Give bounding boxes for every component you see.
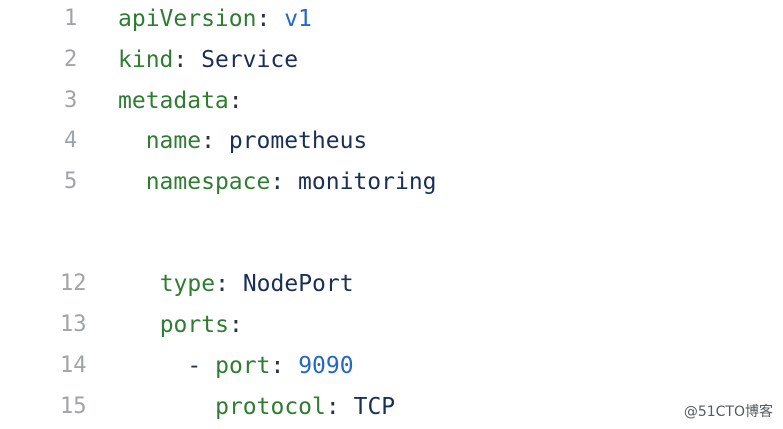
line-content: protocol: TCP (132, 390, 395, 424)
yaml-key: name (145, 128, 202, 154)
yaml-key: namespace (145, 169, 271, 195)
indentation (132, 312, 160, 338)
line-content: - port: 9090 (132, 349, 354, 383)
colon: : (270, 353, 285, 379)
code-line: 1 apiVersion: v1 (0, 2, 783, 36)
indentation (118, 169, 146, 195)
list-dash: - (187, 353, 216, 379)
line-number: 15 (60, 394, 87, 419)
colon: : (228, 312, 243, 338)
line-content: apiVersion: v1 (118, 2, 312, 36)
indentation (118, 128, 146, 154)
yaml-key: port (215, 353, 271, 379)
colon: : (228, 88, 243, 114)
line-content: ports: (132, 308, 243, 342)
yaml-value: monitoring (298, 169, 437, 195)
line-number: 3 (64, 88, 78, 113)
yaml-key: apiVersion (118, 6, 257, 32)
line-content: metadata: (118, 84, 243, 118)
yaml-value: 9090 (298, 353, 354, 379)
indentation (132, 353, 187, 379)
line-content: kind: Service (118, 43, 298, 77)
yaml-value: TCP (353, 394, 396, 420)
yaml-value: NodePort (242, 271, 354, 297)
line-number: 5 (64, 169, 78, 194)
indentation (132, 394, 215, 420)
colon: : (173, 47, 188, 73)
yaml-value: v1 (284, 6, 312, 32)
line-number: 14 (60, 353, 87, 378)
colon: : (270, 169, 285, 195)
yaml-key: metadata (118, 88, 229, 114)
yaml-key: protocol (215, 394, 326, 420)
line-content: name: prometheus (118, 124, 368, 158)
line-number: 13 (60, 312, 87, 337)
code-line: 13 ports: (0, 308, 783, 342)
code-line: 5 namespace: monitoring (0, 165, 783, 199)
line-content: namespace: monitoring (118, 165, 437, 199)
code-line: 12 type: NodePort (0, 267, 783, 301)
code-line: 3 metadata: (0, 84, 783, 118)
yaml-key: ports (159, 312, 229, 338)
yaml-key: type (159, 271, 216, 297)
code-line: 2 kind: Service (0, 43, 783, 77)
indentation (132, 271, 160, 297)
line-number: 2 (64, 47, 78, 72)
colon: : (256, 6, 271, 32)
line-content: type: NodePort (132, 267, 354, 301)
line-number: 4 (64, 128, 78, 153)
line-number: 1 (64, 6, 78, 31)
code-line: 14 - port: 9090 (0, 349, 783, 383)
yaml-value: Service (201, 47, 299, 73)
colon: : (201, 128, 215, 154)
colon: : (325, 394, 340, 420)
code-line: 15 protocol: TCP (0, 390, 783, 424)
line-number: 12 (60, 271, 87, 296)
watermark: @51CTO博客 (683, 404, 773, 420)
yaml-key: kind (118, 47, 174, 73)
code-line: 4 name: prometheus (0, 124, 783, 158)
colon: : (215, 271, 229, 297)
yaml-value: prometheus (228, 128, 368, 154)
